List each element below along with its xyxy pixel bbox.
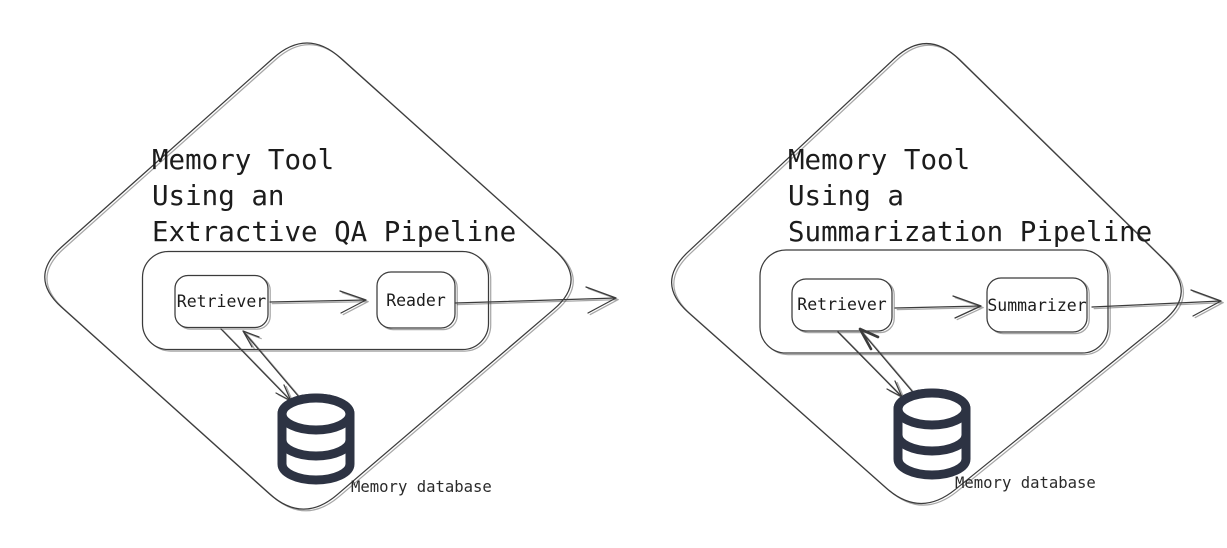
- diagram-title-line-2: Using a: [788, 180, 904, 212]
- arrowhead-database-to-retriever: [858, 327, 880, 351]
- database-label: Memory database: [351, 478, 492, 496]
- database-icon: [893, 388, 971, 480]
- diagram-title-line-3: Summarization Pipeline: [788, 216, 1152, 248]
- diagram-title-line-2: Using an: [152, 180, 284, 212]
- diagram-extractive-qa: Memory Tool Using an Extractive QA Pipel…: [44, 42, 619, 512]
- diagram-title-line-1: Memory Tool: [788, 144, 970, 176]
- node-retriever-label: Retriever: [797, 295, 886, 314]
- diagram-summarization: Memory Tool Using a Summarization Pipeli…: [670, 42, 1224, 506]
- diagram-title-line-1: Memory Tool: [152, 144, 334, 176]
- diagram-title-line-3: Extractive QA Pipeline: [152, 216, 516, 248]
- node-reader-label: Reader: [386, 291, 446, 310]
- node-summarizer-label: Summarizer: [987, 296, 1086, 315]
- database-icon: [277, 393, 355, 485]
- database-label: Memory database: [955, 474, 1096, 492]
- node-retriever-label: Retriever: [177, 292, 266, 311]
